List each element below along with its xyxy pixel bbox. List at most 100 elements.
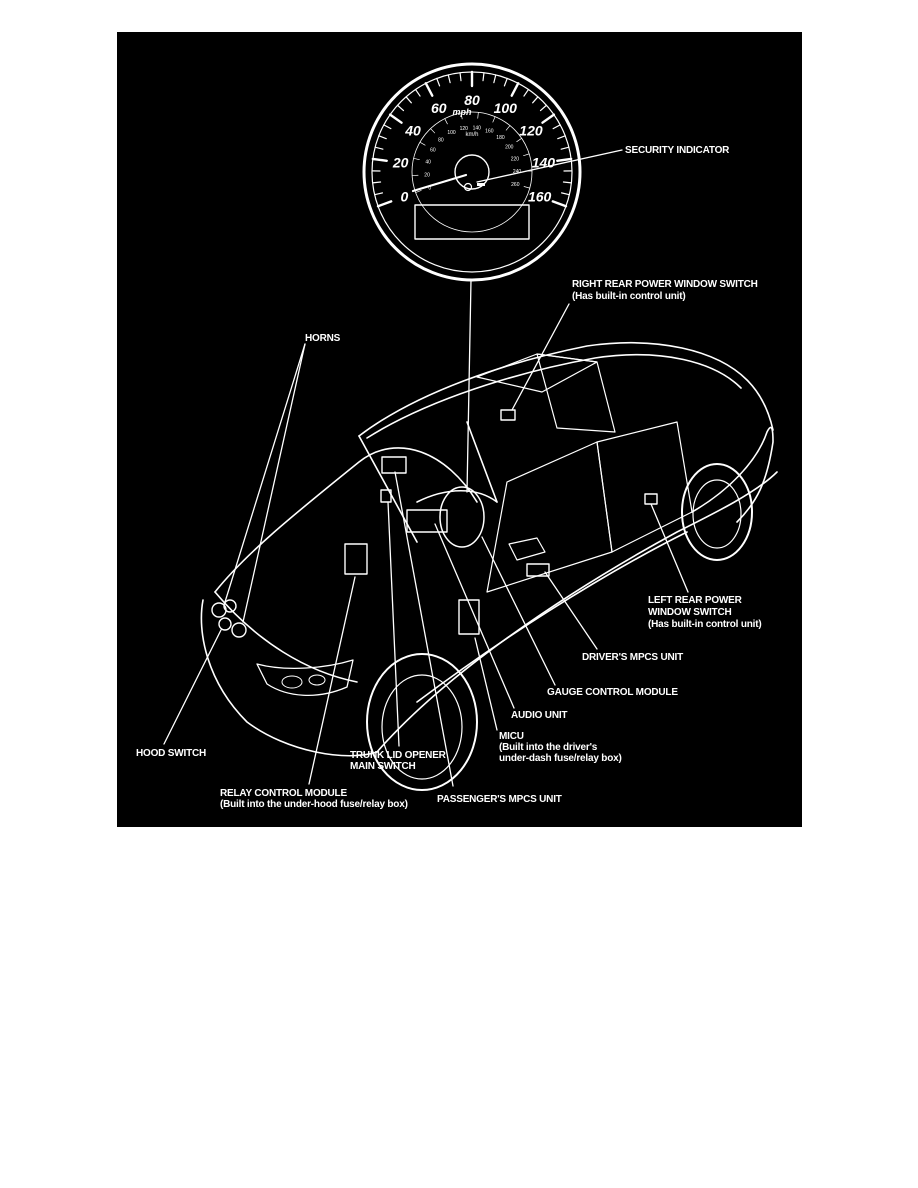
mph-major-tick [541, 113, 556, 124]
mph-minor-tick [493, 74, 497, 84]
kmh-tick [444, 118, 448, 125]
label-right-rear-switch-note: (Has built-in control unit) [572, 291, 686, 302]
kmh-tick-label: 160 [485, 128, 494, 134]
label-micu-note-l2: under-dash fuse/relay box) [499, 753, 622, 764]
label-relay-control-note: (Built into the under-hood fuse/relay bo… [220, 799, 408, 810]
kmh-tick-label: 0 [428, 185, 431, 191]
audio-unit-box [406, 509, 448, 533]
kmh-tick-label: 180 [496, 135, 505, 141]
label-micu: MICU [499, 731, 524, 742]
kmh-tick-label: 40 [425, 160, 431, 166]
car-body [200, 341, 778, 791]
mph-minor-tick [383, 124, 392, 130]
mph-tick-label: 0 [400, 189, 408, 205]
kmh-tick [516, 137, 523, 143]
kmh-tick [415, 190, 422, 193]
kmh-tick [523, 186, 531, 189]
relay-module-box [344, 543, 368, 575]
mph-minor-tick [562, 181, 573, 184]
components [211, 409, 658, 638]
kmh-tick [523, 153, 530, 157]
mph-tick-label: 140 [532, 155, 556, 171]
leader-lines [163, 149, 689, 787]
kmh-tick [430, 128, 436, 134]
label-horns: HORNS [305, 333, 341, 344]
mph-minor-tick [503, 77, 508, 87]
mph-major-tick [376, 200, 393, 208]
label-passengers-mpcs: PASSENGER'S MPCS UNIT [437, 794, 562, 805]
label-security-indicator: SECURITY INDICATOR [625, 145, 730, 156]
label-left-rear-switch-l1: LEFT REAR POWER [648, 595, 742, 606]
mph-major-tick [371, 157, 388, 162]
kmh-tick-label: 200 [505, 145, 514, 151]
mph-minor-tick [405, 96, 412, 104]
label-gauge-control: GAUGE CONTROL MODULE [547, 687, 678, 698]
mph-major-tick [551, 200, 568, 208]
micu-box [458, 599, 480, 635]
kmh-tick [492, 116, 496, 123]
kmh-tick-label: 220 [511, 156, 520, 162]
kmh-tick-label: 20 [424, 173, 430, 179]
gauge-unit-text: mph [453, 107, 473, 117]
mph-minor-tick [436, 77, 441, 87]
mph-minor-tick [459, 72, 462, 82]
mph-minor-tick [482, 72, 485, 82]
label-trunk-opener-l1: TRUNK LID OPENER [350, 750, 446, 761]
label-right-rear-switch: RIGHT REAR POWER WINDOW SWITCH [572, 279, 758, 290]
label-audio-unit: AUDIO UNIT [511, 710, 568, 721]
mph-tick-label: 120 [519, 123, 543, 139]
kmh-tick-label: 140 [473, 125, 482, 131]
kmh-tick-label: 240 [513, 169, 522, 175]
left-rear-window-switch-box [644, 493, 658, 505]
speedometer-gauge [362, 62, 582, 282]
mph-minor-tick [552, 124, 561, 130]
mph-minor-tick [532, 96, 539, 104]
kmh-tick-label: 120 [460, 126, 469, 132]
label-relay-control: RELAY CONTROL MODULE [220, 788, 347, 799]
relay-control-box [381, 456, 407, 474]
kmh-tick-marks [411, 111, 533, 193]
kmh-tick [413, 157, 420, 161]
mph-minor-tick [560, 146, 570, 150]
label-micu-note-l1: (Built into the driver's [499, 742, 598, 753]
mph-minor-tick [523, 88, 530, 97]
drivers-mpcs-box [526, 563, 550, 577]
kmh-tick [460, 112, 463, 120]
mph-minor-tick [447, 74, 451, 84]
kmh-tick-label: 100 [447, 130, 456, 136]
mph-minor-tick [371, 181, 382, 184]
right-rear-window-switch-box [500, 409, 516, 421]
mph-major-tick [510, 82, 520, 97]
hood-switch-part [218, 617, 232, 631]
mph-tick-label: 40 [404, 123, 421, 139]
mph-minor-tick [539, 104, 548, 112]
mph-major-tick [556, 157, 573, 162]
kmh-tick [477, 111, 479, 119]
mph-tick-label: 100 [494, 100, 518, 116]
mph-tick-label: 60 [431, 100, 447, 116]
mph-tick-label: 160 [528, 189, 552, 205]
trunk-opener-box [380, 489, 392, 503]
kmh-tick-label: 60 [430, 148, 436, 154]
kmh-tick [505, 125, 511, 131]
mph-tick-label: 20 [392, 155, 409, 171]
mph-minor-tick [414, 88, 421, 97]
mph-minor-tick [378, 135, 387, 140]
mph-major-tick [424, 82, 434, 97]
label-left-rear-switch-note: (Has built-in control unit) [648, 619, 762, 630]
mph-major-tick [388, 113, 403, 124]
mph-minor-tick [396, 104, 405, 112]
gauge-kmh-unit-text: km/h [465, 132, 478, 138]
label-trunk-opener-l2: MAIN SWITCH [350, 761, 416, 772]
mph-minor-tick [374, 146, 384, 150]
mph-minor-tick [557, 135, 566, 140]
label-hood-switch: HOOD SWITCH [136, 748, 207, 759]
mph-minor-tick [374, 192, 384, 196]
label-drivers-mpcs: DRIVER'S MPCS UNIT [582, 652, 684, 663]
kmh-tick-label: 80 [438, 137, 444, 143]
mph-tick-label: 80 [464, 92, 480, 108]
horn-2 [223, 599, 237, 613]
